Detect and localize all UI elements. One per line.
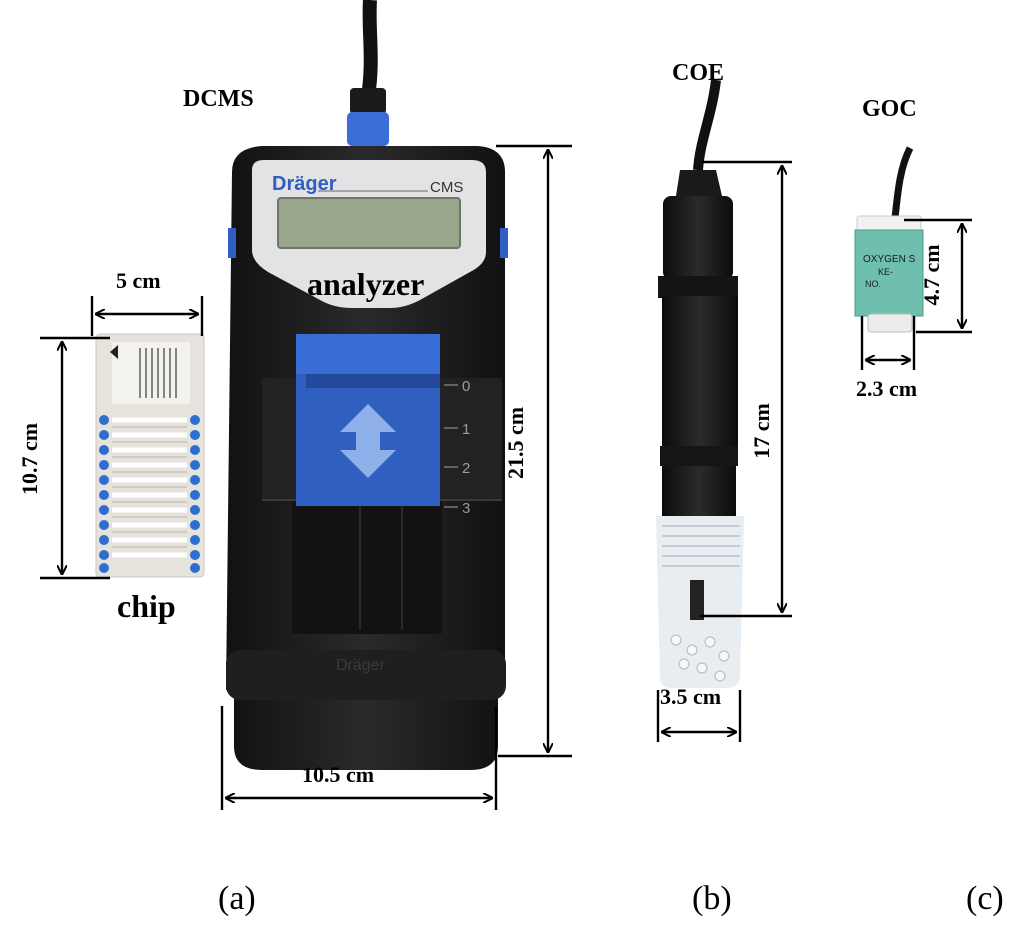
slot-mark-0: 0 xyxy=(462,378,470,395)
bottom-logo-text: Dräger xyxy=(336,657,386,674)
goc-title: GOC xyxy=(862,96,917,122)
caption-a: (a) xyxy=(218,880,256,917)
chip-height-label: 10.7 cm xyxy=(17,422,42,496)
goc-width-label: 2.3 cm xyxy=(856,376,918,401)
goc-height-label: 4.7 cm xyxy=(919,244,944,306)
analyzer-height-label: 21.5 cm xyxy=(503,406,528,480)
dimension-lines xyxy=(40,144,972,810)
chip-width-label: 5 cm xyxy=(116,268,161,293)
dcms-title: DCMS xyxy=(183,86,254,112)
model-text: CMS xyxy=(430,179,463,196)
sensor-label-line-1: OXYGEN S xyxy=(863,254,916,265)
goc-sensor-image: OXYGEN S KE- NO. xyxy=(854,146,924,333)
caption-c: (c) xyxy=(966,880,1004,917)
chip-image xyxy=(95,333,205,578)
coe-probe-image xyxy=(656,79,744,688)
slot-mark-1: 1 xyxy=(462,421,470,438)
chip-label: chip xyxy=(117,588,176,624)
coe-length-label: 17 cm xyxy=(749,403,774,459)
analyzer-label: analyzer xyxy=(307,266,425,302)
slot-mark-2: 2 xyxy=(462,460,470,477)
sensor-label-line-2: KE- xyxy=(878,267,893,277)
coe-title: COE xyxy=(672,60,725,86)
caption-b: (b) xyxy=(692,880,732,917)
brand-logo-text: Dräger xyxy=(272,173,337,195)
analyzer-image xyxy=(226,0,508,770)
slot-mark-3: 3 xyxy=(462,500,470,517)
analyzer-width-label: 10.5 cm xyxy=(302,762,375,787)
coe-width-label: 3.5 cm xyxy=(660,684,722,709)
sensor-label-line-3: NO. xyxy=(865,279,881,289)
